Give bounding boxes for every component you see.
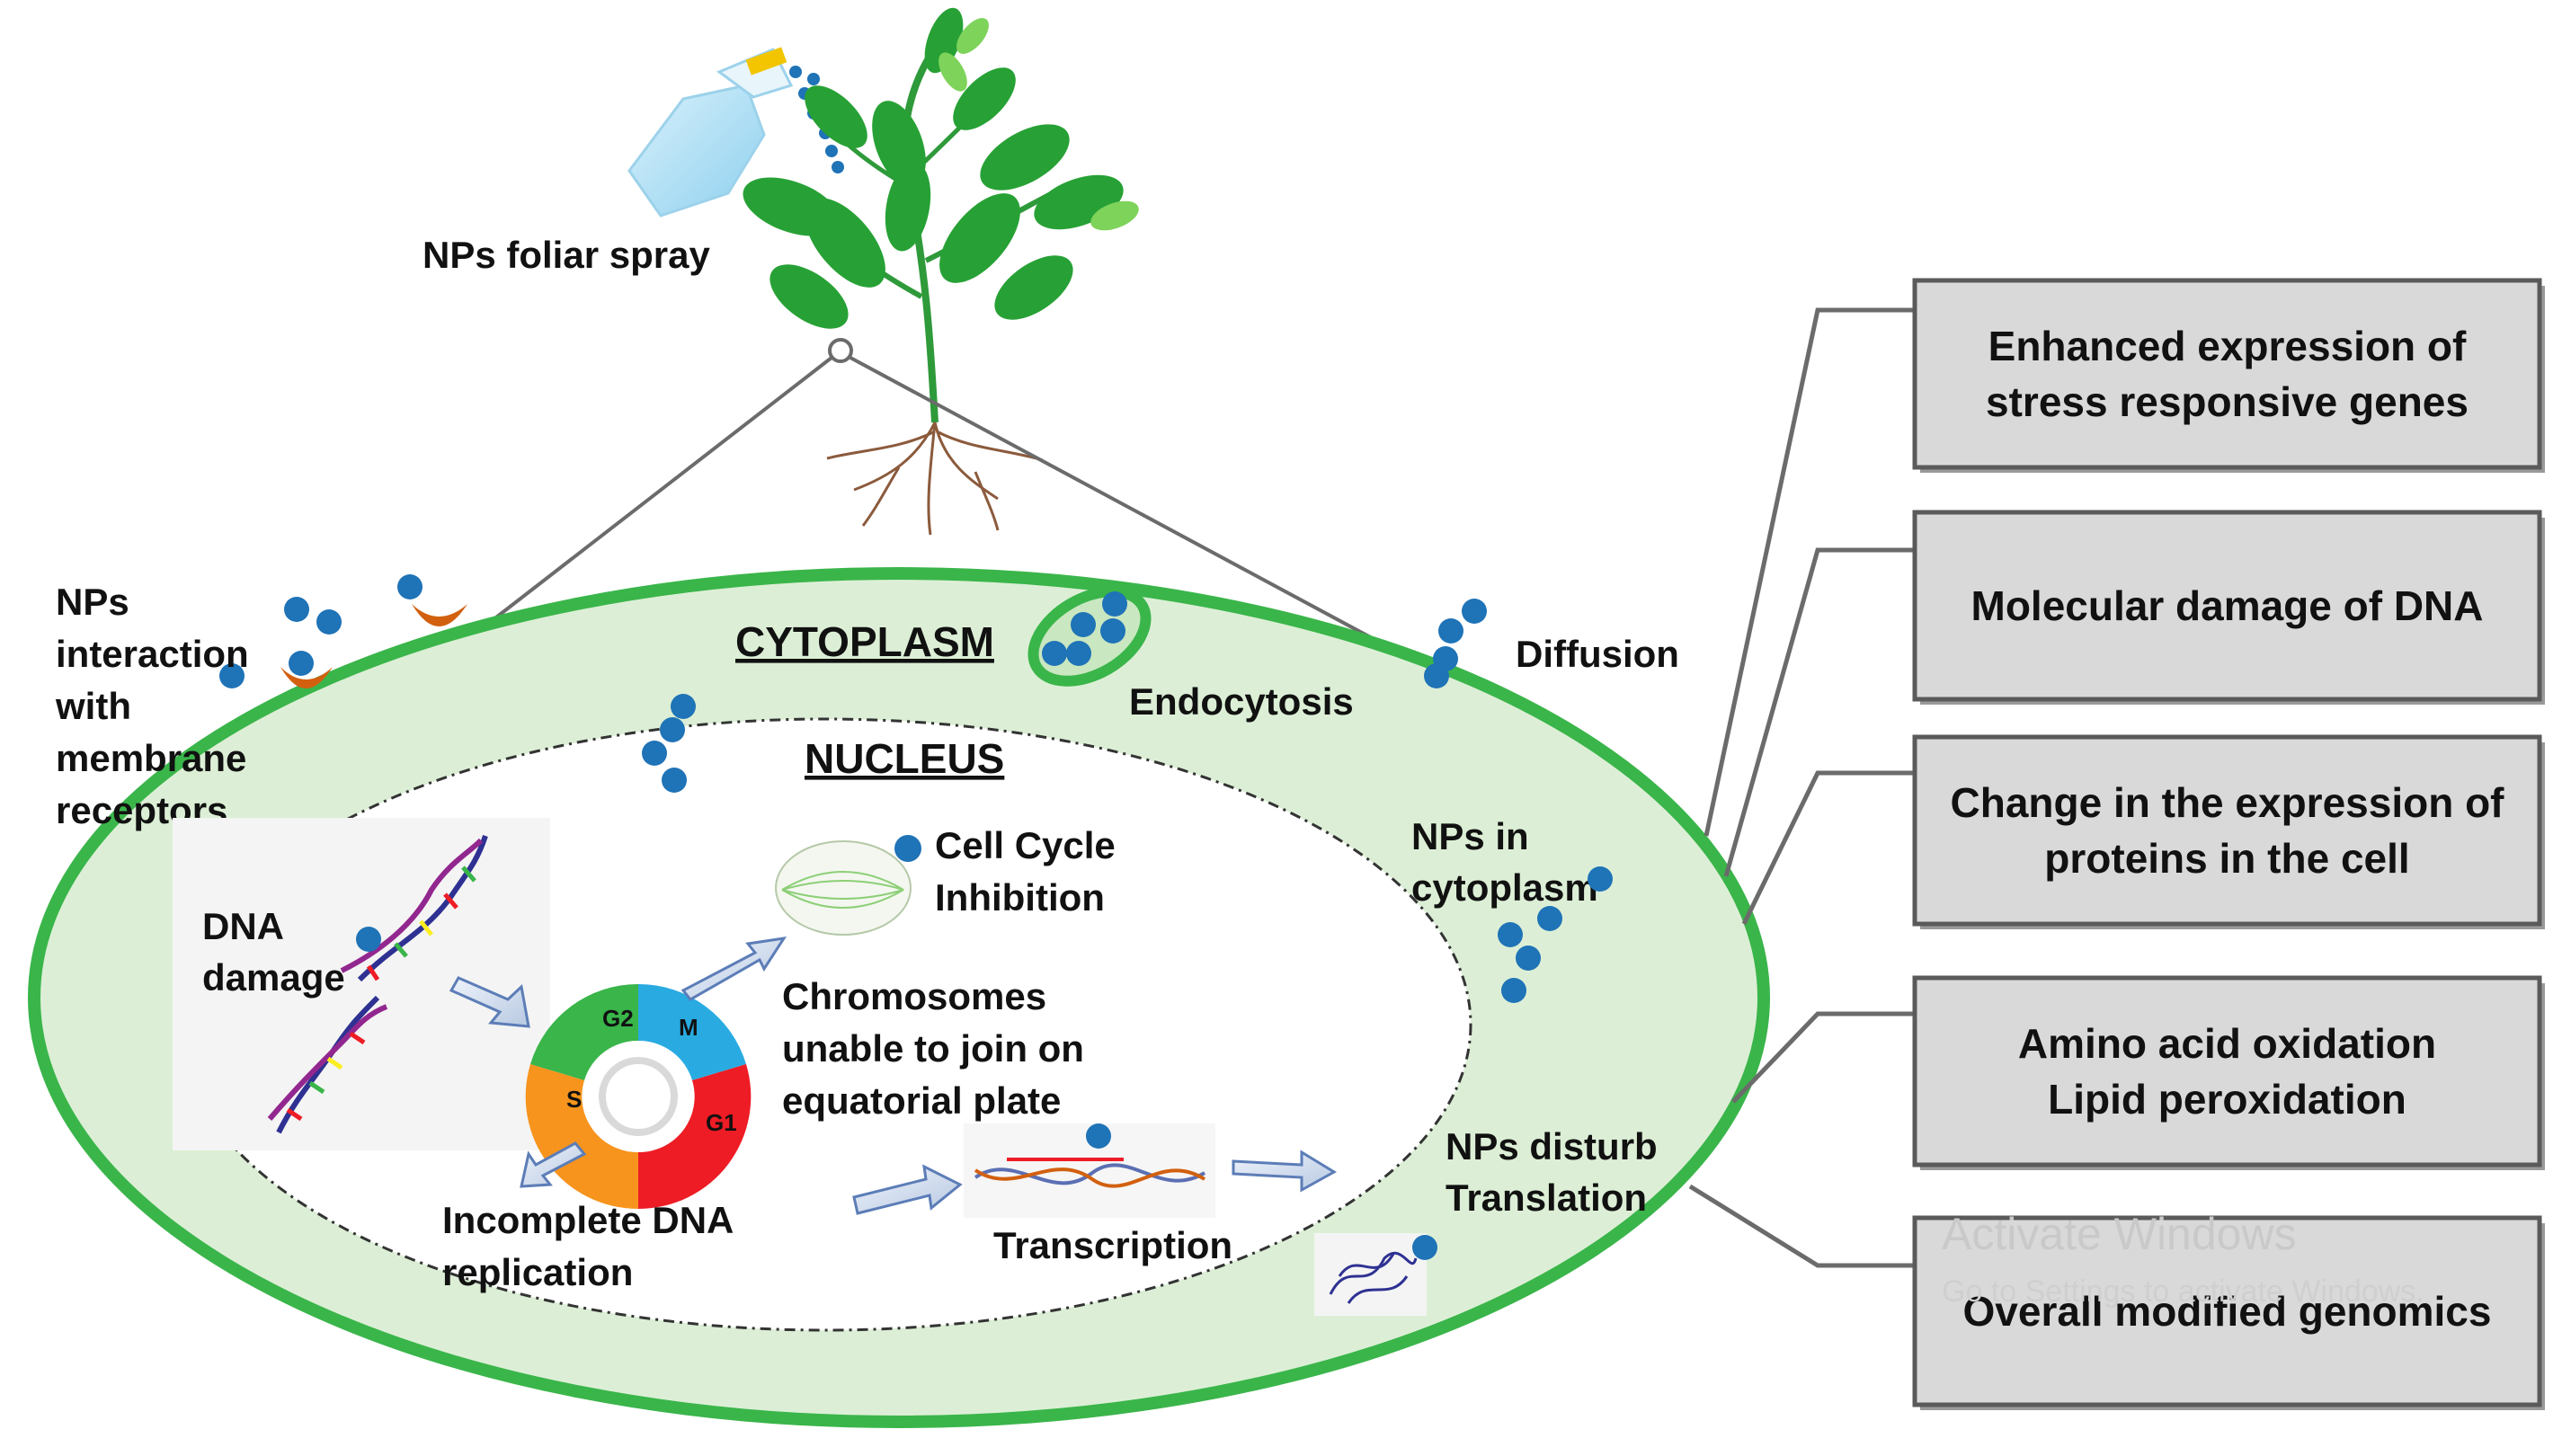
diffusion-label: Diffusion xyxy=(1516,633,1679,675)
process-arrows xyxy=(449,937,1337,1215)
effect-box-frame xyxy=(1912,734,2542,927)
effect-box: Change in the expression of proteins in t… xyxy=(1912,734,2545,929)
membrane-receptor-icons xyxy=(280,604,467,688)
effect-text: Overall modified genomics xyxy=(1963,1288,2492,1335)
nps-in-cytoplasm-label: NPs in cytoplasm xyxy=(1411,815,1598,909)
activate-windows-watermark: Activate Windows xyxy=(1942,1209,2297,1259)
plant-icon xyxy=(743,7,1139,536)
protein-structure-icon xyxy=(1314,1233,1437,1316)
effect-box: Enhanced expression of stress responsive … xyxy=(1912,278,2545,473)
phase-g2-label: G2 xyxy=(602,1005,634,1032)
effect-box: Molecular damage of DNA xyxy=(1912,510,2545,705)
zoom-lines xyxy=(491,338,1376,642)
effect-text: Amino acid oxidation xyxy=(2018,1020,2436,1067)
nanoparticle-group-membrane xyxy=(219,574,423,688)
effect-boxes: Enhanced expression of stress responsive … xyxy=(1912,278,2545,1410)
incomplete-dna-label: Incomplete DNA replication xyxy=(442,1199,743,1293)
cytoplasm-heading: CYTOPLASM xyxy=(735,618,994,665)
effect-text: Molecular damage of DNA xyxy=(1971,582,2484,629)
effect-box: Overall modified genomics xyxy=(1912,1215,2545,1410)
nanoparticle-group-cytoplasm-right xyxy=(1498,866,1613,1003)
effect-box-frame xyxy=(1912,278,2542,470)
membrane-receptors-label: NPs interaction with membrane receptors xyxy=(55,581,259,831)
nucleus-heading: NUCLEUS xyxy=(805,735,1004,782)
nanoparticle-group-diffusion xyxy=(1424,599,1487,688)
nanoparticle-group-cytoplasm-top xyxy=(642,694,696,793)
nps-disturb-label: NPs disturb Translation xyxy=(1446,1125,1668,1219)
cell-cycle-inhibition-label: Cell Cycle Inhibition xyxy=(935,824,1125,919)
transcription-label: Transcription xyxy=(993,1224,1232,1266)
cell-cycle-ring: G2 M G1 S xyxy=(525,983,752,1210)
transcription-image xyxy=(964,1123,1215,1218)
effect-text: Enhanced expression of xyxy=(1988,323,2467,369)
effect-box-frame xyxy=(1912,1215,2542,1407)
foliar-spray-label: NPs foliar spray xyxy=(423,234,710,276)
effect-text: Change in the expression of xyxy=(1951,779,2505,826)
phase-s-label: S xyxy=(566,1086,582,1113)
cell-cycle-inhibition-image xyxy=(775,835,921,936)
phase-m-label: M xyxy=(679,1014,698,1041)
dna-damage-image xyxy=(173,818,550,1150)
effect-box-frame xyxy=(1912,510,2542,702)
phase-g1-label: G1 xyxy=(706,1109,737,1136)
dna-damage-label: DNA damage xyxy=(202,905,345,999)
effect-text: stress responsive genes xyxy=(1986,378,2469,425)
effect-connectors xyxy=(1688,307,1919,1268)
effect-box-frame xyxy=(1912,975,2542,1167)
activate-windows-hint: Go to Settings to activate Windows. xyxy=(1942,1274,2424,1309)
endocytosis-vesicle-icon xyxy=(1027,586,1152,687)
effect-text: Lipid peroxidation xyxy=(2048,1076,2406,1123)
spray-bottle-icon xyxy=(627,47,794,218)
effect-text: proteins in the cell xyxy=(2044,835,2409,882)
chromosomes-label: Chromosomes unable to join on equatorial… xyxy=(782,975,1095,1122)
endocytosis-label: Endocytosis xyxy=(1129,680,1354,723)
